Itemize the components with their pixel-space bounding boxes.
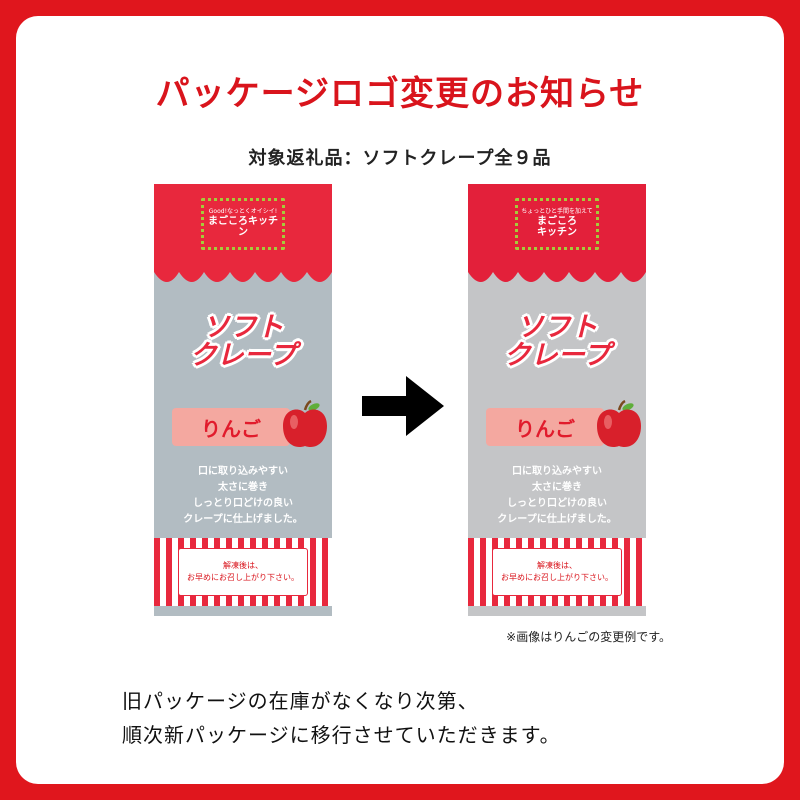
apple-icon <box>283 400 327 448</box>
flavor-label: りんご <box>515 416 575 441</box>
transition-notice: 旧パッケージの在庫がなくなり次第、 順次新パッケージに移行させていただきます。 <box>122 684 742 752</box>
product-title: ソフト クレープ <box>189 312 297 372</box>
notice-line-2: 順次新パッケージに移行させていただきます。 <box>122 723 561 747</box>
old-logo: Good!なっとくオイシイ! まごころキッチン <box>208 208 278 239</box>
notice-card: パッケージロゴ変更のお知らせ 対象返礼品：ソフトクレープ全９品 Good!なっと… <box>16 16 784 784</box>
target-items-label: 対象返礼品：ソフトクレープ全９品 <box>248 148 552 169</box>
flavor-label: りんご <box>201 416 261 441</box>
notice-line-1: 旧パッケージの在庫がなくなり次第、 <box>122 689 479 713</box>
new-logo: ちょっとひと手間を加えて まごころ キッチン <box>521 208 593 239</box>
example-note: ※画像はりんごの変更例です。 <box>506 630 671 644</box>
new-logo-frame: ちょっとひと手間を加えて まごころ キッチン <box>515 198 599 250</box>
old-logo-frame: Good!なっとくオイシイ! まごころキッチン <box>201 198 285 250</box>
product-description: 口に取り込みやすい 太さに巻き しっとり口どけの良い クレープに仕上げました。 <box>497 466 617 525</box>
flavor-ribbon: りんご <box>486 408 604 446</box>
old-package-image: Good!なっとくオイシイ! まごころキッチン ソフト クレープ りんご 口に取… <box>154 184 332 616</box>
product-title: ソフト クレープ <box>503 312 611 372</box>
scallop-edge <box>154 268 332 282</box>
apple-icon <box>597 400 641 448</box>
new-package-image: ちょっとひと手間を加えて まごころ キッチン ソフト クレープ りんご 口に取り… <box>468 184 646 616</box>
scallop-edge <box>468 268 646 282</box>
headline: パッケージロゴ変更のお知らせ <box>155 74 645 114</box>
flavor-ribbon: りんご <box>172 408 290 446</box>
thaw-note: 解凍後は、 お早めにお召し上がり下さい。 <box>178 548 308 596</box>
thaw-note: 解凍後は、 お早めにお召し上がり下さい。 <box>492 548 622 596</box>
right-arrow-icon <box>362 376 444 436</box>
product-description: 口に取り込みやすい 太さに巻き しっとり口どけの良い クレープに仕上げました。 <box>183 466 303 525</box>
